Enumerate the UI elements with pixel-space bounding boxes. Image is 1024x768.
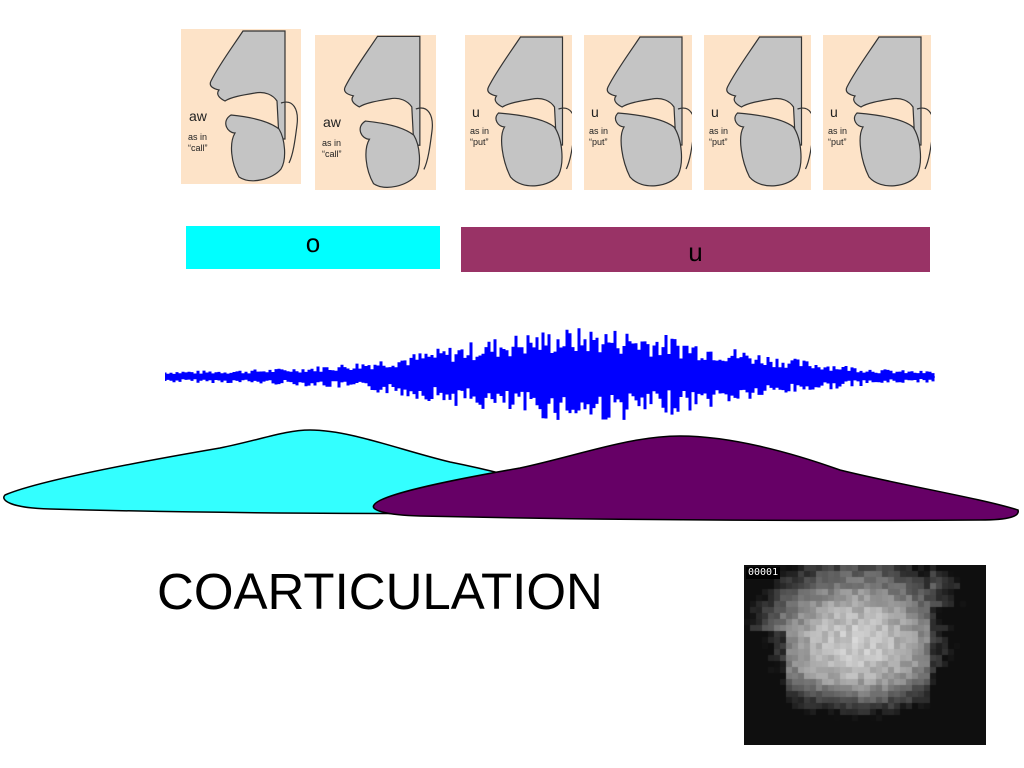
video-frame: 00001 xyxy=(744,565,986,745)
waveform-trace xyxy=(165,328,935,420)
articulation-panel-u-3: u as in“put” xyxy=(704,35,811,190)
panel-sound-label: u xyxy=(711,104,719,120)
vocal-tract-illustration xyxy=(343,35,433,188)
gesture-curve-u xyxy=(372,435,1019,522)
panel-sound-label: u xyxy=(472,104,480,120)
vocal-tract-illustration xyxy=(726,36,811,187)
panel-example-label: as in“put” xyxy=(589,126,608,149)
panel-sound-label: u xyxy=(591,104,599,120)
panel-example-label: as in“call” xyxy=(322,138,342,161)
speech-waveform xyxy=(165,328,935,420)
panel-example-label: as in“put” xyxy=(828,126,847,149)
panel-example-line1: as in xyxy=(709,126,729,136)
panel-example-word: “put” xyxy=(709,137,728,148)
segment-label-u: u xyxy=(688,237,703,267)
articulation-panel-aw-1: aw as in“call” xyxy=(181,29,301,184)
panel-example-line1: as in xyxy=(828,126,848,136)
vocal-tract-illustration xyxy=(606,36,692,187)
panel-example-word: “put” xyxy=(828,137,847,148)
gesture-curves xyxy=(3,429,1019,522)
segment-bar-o: o xyxy=(186,226,440,269)
vocal-tract-illustration xyxy=(845,36,931,187)
frame-counter: 00001 xyxy=(746,567,781,579)
segment-label-o: o xyxy=(305,228,321,258)
panel-example-word: “call” xyxy=(188,143,208,154)
panel-example-line1: as in xyxy=(188,132,208,142)
articulation-panel-u-4: u as in“put” xyxy=(823,35,931,190)
vocal-tract-illustration xyxy=(209,30,298,182)
panel-example-line1: as in xyxy=(470,126,490,136)
panel-example-word: “call” xyxy=(322,149,342,160)
panel-example-label: as in“call” xyxy=(188,132,208,155)
panel-example-word: “put” xyxy=(589,137,608,148)
articulation-panel-u-2: u as in“put” xyxy=(584,35,692,190)
segment-bar-u: u xyxy=(461,227,930,272)
panel-sound-label: aw xyxy=(189,108,207,124)
video-image xyxy=(744,565,986,745)
panel-sound-label: aw xyxy=(323,114,341,130)
articulation-panel-u-1: u as in“put” xyxy=(465,35,572,190)
panel-example-line1: as in xyxy=(322,138,342,148)
slide-title: COARTICULATION xyxy=(157,563,603,620)
panel-sound-label: u xyxy=(830,104,838,120)
panel-example-word: “put” xyxy=(470,137,489,148)
panel-example-label: as in“put” xyxy=(709,126,728,149)
articulation-panel-aw-2: aw as in“call” xyxy=(315,35,436,190)
vocal-tract-illustration xyxy=(487,36,572,187)
panel-example-label: as in“put” xyxy=(470,126,489,149)
panel-example-line1: as in xyxy=(589,126,609,136)
